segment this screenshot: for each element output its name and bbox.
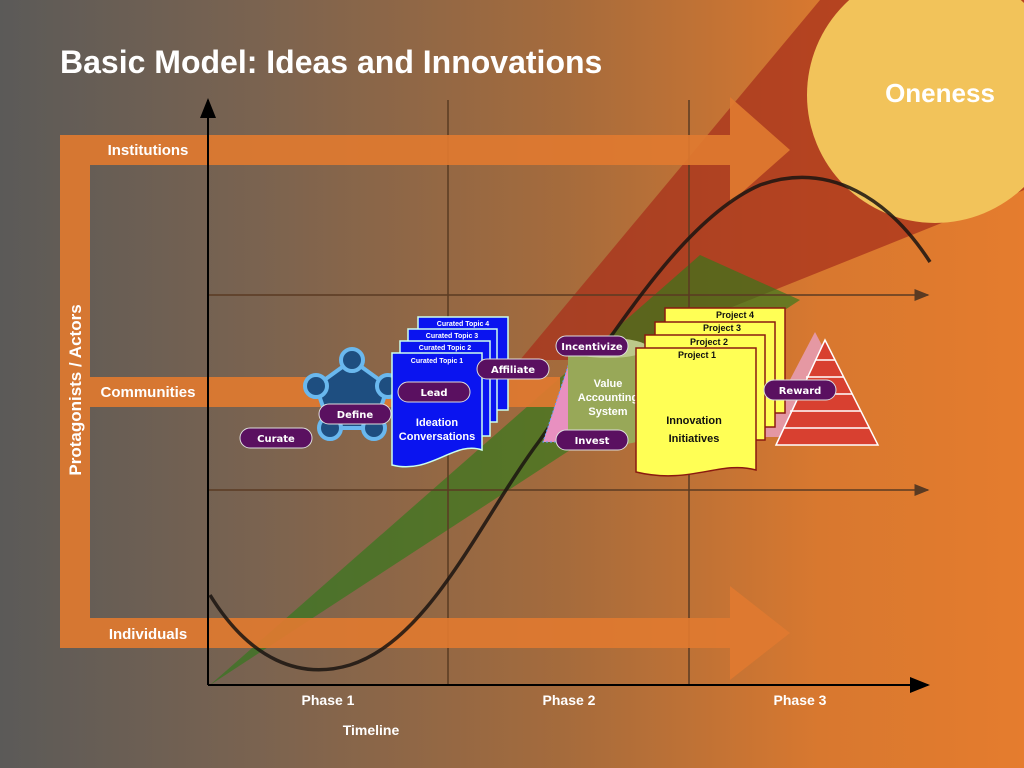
project-2-label: Project 2 (690, 337, 728, 347)
topic-2-label: Curated Topic 2 (419, 345, 471, 352)
topic-3-label: Curated Topic 3 (426, 333, 478, 340)
projects-stack: Project 4 Project 3 Project 2 Project 1 … (635, 307, 786, 477)
page-title: Basic Model: Ideas and Innovations (60, 44, 602, 80)
affiliate-label: Affiliate (491, 365, 535, 376)
affiliate-pill[interactable]: Affiliate (476, 358, 550, 380)
topic-4-label: Curated Topic 4 (437, 321, 489, 328)
row-label-individuals: Individuals (109, 626, 187, 643)
phase-2-label: Phase 2 (543, 692, 596, 708)
value-label-1: Value (594, 378, 623, 390)
x-axis-label: Timeline (343, 722, 400, 738)
innovation-label-1: Innovation (666, 415, 722, 427)
row-label-institutions: Institutions (108, 142, 189, 159)
curate-label: Curate (257, 434, 295, 445)
project-1-label: Project 1 (678, 350, 716, 360)
define-pill[interactable]: Define (318, 403, 392, 425)
incentivize-label: Incentivize (561, 342, 623, 353)
oneness-sun (807, 0, 1024, 223)
ideation-label-2: Conversations (399, 431, 475, 443)
project-4-label: Project 4 (716, 310, 754, 320)
community-network-icon (303, 347, 401, 441)
lead-label: Lead (420, 388, 447, 399)
value-label-3: System (588, 406, 627, 418)
value-label-2: Accounting (578, 392, 639, 404)
innovation-label-2: Initiatives (669, 433, 720, 445)
reward-pill[interactable]: Reward (763, 379, 837, 401)
individuals-arrow (60, 586, 790, 680)
y-axis-label: Protagonists / Actors (66, 304, 85, 475)
define-label: Define (337, 410, 374, 421)
row-label-communities: Communities (100, 384, 195, 401)
invest-label: Invest (575, 436, 610, 447)
lead-pill[interactable]: Lead (397, 381, 471, 403)
curate-pill[interactable]: Curate (239, 427, 313, 449)
phase-1-label: Phase 1 (302, 692, 355, 708)
invest-pill[interactable]: Invest (555, 429, 629, 451)
topic-1-label: Curated Topic 1 (411, 358, 463, 365)
ideation-label-1: Ideation (416, 417, 458, 429)
incentivize-pill[interactable]: Incentivize (555, 335, 629, 357)
project-3-label: Project 3 (703, 323, 741, 333)
phase-3-label: Phase 3 (774, 692, 827, 708)
oneness-label: Oneness (885, 78, 995, 108)
reward-label: Reward (779, 386, 822, 397)
institutions-arrow (60, 97, 790, 203)
s-curve (208, 175, 932, 672)
